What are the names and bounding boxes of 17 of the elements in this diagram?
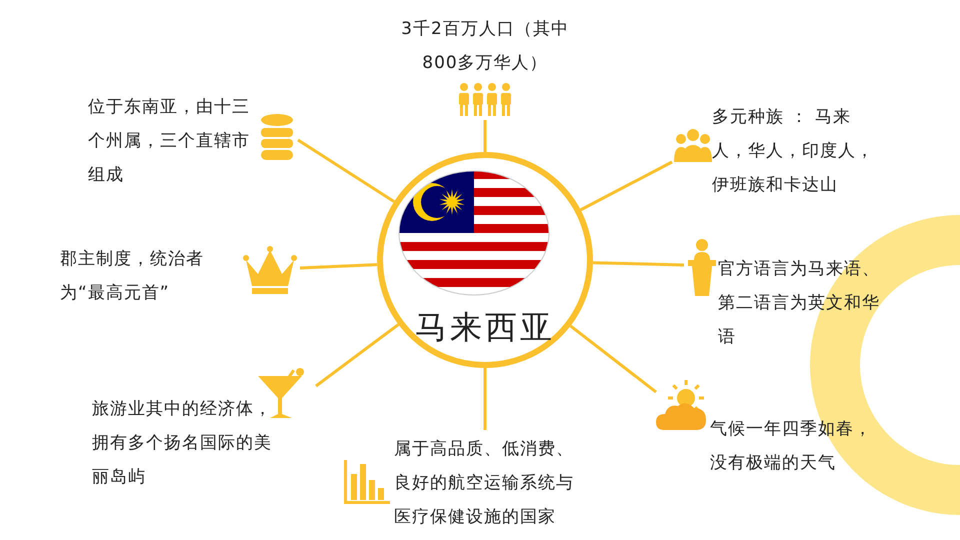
- node-text: 旅游业其中的经济体，拥有多个扬名国际的美丽岛屿: [92, 398, 272, 489]
- node-text: 多元种族 ： 马来人，华人，印度人，伊班族和卡达山: [712, 106, 875, 197]
- connector-line: [592, 261, 684, 266]
- node-title: 马来西亚: [414, 307, 556, 348]
- connector-line: [315, 323, 400, 388]
- node-text: 官方语言为马来语、第二语言为英文和华语: [718, 258, 881, 349]
- connector-line: [580, 160, 673, 212]
- node-text: 属于高品质、低消费、良好的航空运输系统与医疗保健设施的国家: [394, 438, 575, 529]
- connector-line: [484, 120, 486, 152]
- connector-line: [484, 368, 486, 430]
- node-text: 郡主制度，统治者为“最高元首”: [60, 248, 205, 305]
- node-text: 气候一年四季如春，没有极端的天气: [710, 418, 873, 475]
- connector-line: [570, 324, 657, 394]
- node-text: 位于东南亚，由十三个州属，三个直辖市组成: [88, 96, 251, 187]
- connector-line: [300, 263, 378, 270]
- connector-line: [297, 138, 395, 203]
- node-text: 3千2百万人口（其中800多万华人）: [400, 18, 570, 75]
